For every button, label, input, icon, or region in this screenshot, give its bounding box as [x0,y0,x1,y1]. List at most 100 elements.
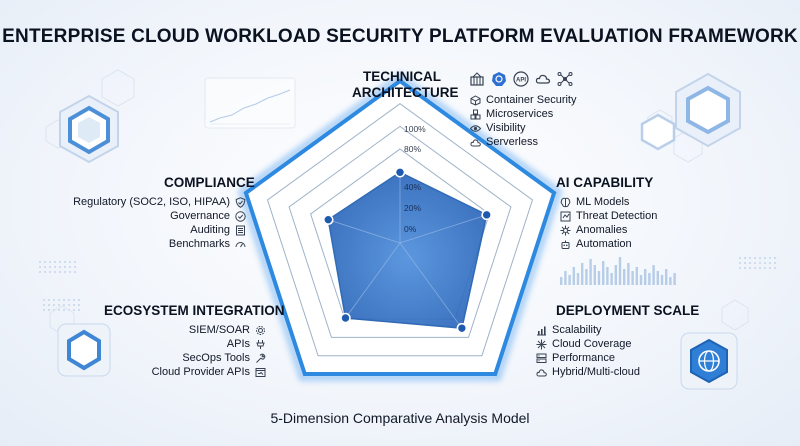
decor-dot [69,266,71,268]
item-label: Threat Detection [576,210,658,222]
decor-bar [560,277,563,285]
decor-dot [744,257,746,259]
decor-bar [648,273,651,285]
decor-dot [754,262,756,264]
server-icon [536,353,547,364]
decor-dot [49,271,51,273]
decor-line-chart [204,77,296,129]
radar-scale-label: 100% [404,124,426,134]
decor-dot [744,262,746,264]
eye-icon [470,123,481,134]
heading-line-2: ARCHITECTURE [352,85,459,100]
item-label: Anomalies [576,224,628,236]
radar-frame-glow [237,72,563,382]
page-title: ENTERPRISE CLOUD WORKLOAD SECURITY PLATF… [2,26,798,47]
decor-dot [69,271,71,273]
hexagon-badge-left-bottom [57,323,111,377]
item-label: SecOps Tools [182,352,250,364]
decor-bar [644,269,647,285]
decor-dot [68,299,70,301]
decor-dot [58,299,60,301]
decor-dot [749,257,751,259]
decor-bar [564,271,567,285]
hexagon-badge-right [675,72,741,148]
item-label: Auditing [190,224,230,236]
decor-bar [660,275,664,285]
list-item: Hybrid/Multi-cloud [536,365,640,379]
decor-bar [568,275,571,285]
list-item: Auditing [66,223,246,237]
list-item: Threat Detection [560,209,657,223]
decor-dot [49,261,51,263]
item-label: Microservices [486,108,554,120]
item-label: Cloud Coverage [552,338,632,350]
decor-dot [39,261,41,263]
svg-text:API: API [516,78,526,84]
decor-dot [63,299,65,301]
radar-spoke [399,214,487,244]
list-item: Cloud Coverage [536,337,640,351]
decor-dot [43,309,45,311]
decor-bar [610,273,613,285]
decor-dot [78,299,80,301]
decor-bar [597,271,601,285]
decor-bar-chart [560,257,676,285]
list-item: Automation [560,237,657,251]
radar-grid-ring [266,103,534,357]
radar-point [456,322,468,334]
threat-icon [560,211,571,222]
radar-point [481,209,492,221]
gauge-icon [235,239,246,250]
decor-dot [769,262,771,264]
checklist-icon [235,225,246,236]
radar-point [340,312,351,324]
cloud-icon [534,70,552,88]
decor-dot [44,271,46,273]
list-item: SecOps Tools [96,351,266,365]
ecosystem-integration-heading: ECOSYSTEM INTEGRATION [104,303,285,318]
decor-dot [63,304,65,306]
decor-bar [639,275,643,285]
shield-icon [235,196,246,208]
decor-bar [669,277,672,285]
decor-dot [58,309,60,311]
decor-bar [614,265,617,285]
radar-scale-label: 40% [404,182,421,192]
decor-dot [59,266,61,268]
list-item: Benchmarks [66,237,246,251]
api-icon: API [512,70,530,88]
decor-dot [64,271,66,273]
decor-bar [576,273,580,285]
decor-dot [48,304,50,306]
list-item: Cloud Provider APIs [96,365,266,379]
decor-dot [54,271,56,273]
decor-dot [69,261,71,263]
decor-dot [63,309,65,311]
decor-bar [623,269,626,285]
ai-capability-heading: AI CAPABILITY [556,175,654,190]
radar-point [322,214,334,225]
decor-bar [572,267,575,285]
decor-bar [618,257,622,285]
radar-data-area [327,171,488,329]
technical-icon-row: API [468,70,574,88]
window-icon [255,367,266,378]
decor-dot [759,262,761,264]
decor-dot [54,261,56,263]
decor-bar [635,267,638,285]
decor-dot [764,262,766,264]
decor-dot [43,304,45,306]
list-item: Anomalies [560,223,657,237]
compliance-heading: COMPLIANCE [164,175,255,190]
heading-line-1: TECHNICAL [363,69,441,84]
item-label: Performance [552,352,615,364]
radar-scale-label: 80% [404,144,421,154]
technical-items: Container Security Microservices Visibil… [470,93,577,149]
decor-dot [68,304,70,306]
decor-dot [74,261,76,263]
decor-bar [589,259,592,285]
item-label: Serverless [486,136,538,148]
list-item: Visibility [470,121,577,135]
list-item: APIs [96,337,266,351]
item-label: Regulatory (SOC2, ISO, HIPAA) [73,196,230,208]
